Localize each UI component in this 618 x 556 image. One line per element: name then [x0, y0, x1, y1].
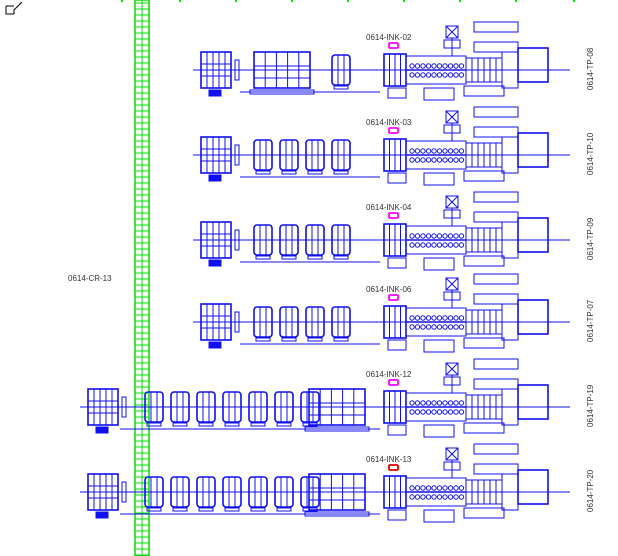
ink-label: 0614-INK-02 [366, 33, 412, 42]
production-line: 0614-INK-02 0614-TP-08 [193, 21, 595, 101]
dryer-stand[interactable] [248, 391, 268, 427]
ink-marker-icon[interactable] [388, 212, 399, 219]
dryer-stand[interactable] [144, 391, 164, 427]
ink-marker-icon[interactable] [388, 379, 399, 386]
ink-label: 0614-INK-04 [366, 203, 412, 212]
tp-label: 0614-TP-19 [586, 384, 595, 427]
dryer-stand[interactable] [300, 391, 320, 427]
dryer-stand[interactable] [279, 139, 299, 175]
ink-marker-icon[interactable] [388, 464, 399, 471]
production-lines: 0614-INK-02 0614-TP-08 0614-INK-03 0614-TP-… [80, 21, 595, 523]
unwinder-unit[interactable] [200, 221, 240, 267]
production-line: 0614-INK-04 0614-TP-09 [193, 191, 595, 271]
unwinder-unit[interactable] [87, 388, 127, 434]
dryer-stand[interactable] [300, 476, 320, 512]
tp-label: 0614-TP-10 [586, 132, 595, 175]
dryer-stand[interactable] [196, 391, 216, 427]
dryer-stand[interactable] [196, 476, 216, 512]
tp-label: 0614-TP-07 [586, 299, 595, 342]
printing-press-unit[interactable] [383, 21, 549, 101]
tp-label: 0614-TP-08 [586, 47, 595, 90]
dryer-stand[interactable] [331, 139, 351, 175]
dryer-stand[interactable] [170, 476, 190, 512]
unwinder-unit[interactable] [87, 473, 127, 519]
dryer-stand[interactable] [274, 391, 294, 427]
dryer-stand[interactable] [279, 306, 299, 342]
oven-cabinet[interactable] [304, 473, 370, 517]
dryer-stand[interactable] [279, 224, 299, 260]
tp-label: 0614-TP-09 [586, 217, 595, 260]
printing-press-unit[interactable] [383, 443, 549, 523]
dryer-stand[interactable] [222, 391, 242, 427]
printing-press-unit[interactable] [383, 191, 549, 271]
oven-cabinet[interactable] [304, 388, 370, 432]
dryer-stand[interactable] [331, 54, 351, 90]
dryer-stand[interactable] [331, 224, 351, 260]
dryer-stand[interactable] [331, 306, 351, 342]
ink-label: 0614-INK-06 [366, 285, 412, 294]
printing-press-unit[interactable] [383, 106, 549, 186]
production-line: 0614-INK-13 0614-TP-20 [80, 443, 595, 523]
dryer-stand[interactable] [253, 306, 273, 342]
unwinder-unit[interactable] [200, 303, 240, 349]
dryer-stand[interactable] [305, 224, 325, 260]
ink-label: 0614-INK-03 [366, 118, 412, 127]
corner-cursor-icon [5, 1, 23, 15]
printing-press-unit[interactable] [383, 358, 549, 438]
dryer-stand[interactable] [253, 224, 273, 260]
unwinder-unit[interactable] [200, 51, 240, 97]
oven-cabinet[interactable] [249, 51, 315, 95]
ink-marker-icon[interactable] [388, 294, 399, 301]
tp-label: 0614-TP-20 [586, 469, 595, 512]
ink-marker-icon[interactable] [388, 42, 399, 49]
dryer-stand[interactable] [170, 391, 190, 427]
printing-press-unit[interactable] [383, 273, 549, 353]
production-line: 0614-INK-03 0614-TP-10 [193, 106, 595, 186]
dryer-stand[interactable] [248, 476, 268, 512]
dryer-stand[interactable] [305, 139, 325, 175]
production-line: 0614-INK-12 0614-TP-19 [80, 358, 595, 438]
ink-label: 0614-INK-12 [366, 370, 412, 379]
ink-marker-icon[interactable] [388, 127, 399, 134]
dryer-stand[interactable] [305, 306, 325, 342]
crane-label: 0614-CR-13 [68, 274, 112, 283]
top-edge-marks [120, 0, 576, 3]
dryer-stand[interactable] [274, 476, 294, 512]
dryer-stand[interactable] [144, 476, 164, 512]
production-line: 0614-INK-06 0614-TP-07 [193, 273, 595, 353]
crane-rail-frame [134, 0, 150, 556]
ink-label: 0614-INK-13 [366, 455, 412, 464]
unwinder-unit[interactable] [200, 136, 240, 182]
dryer-stand[interactable] [253, 139, 273, 175]
crane-rail[interactable] [134, 0, 150, 556]
dryer-stand[interactable] [222, 476, 242, 512]
